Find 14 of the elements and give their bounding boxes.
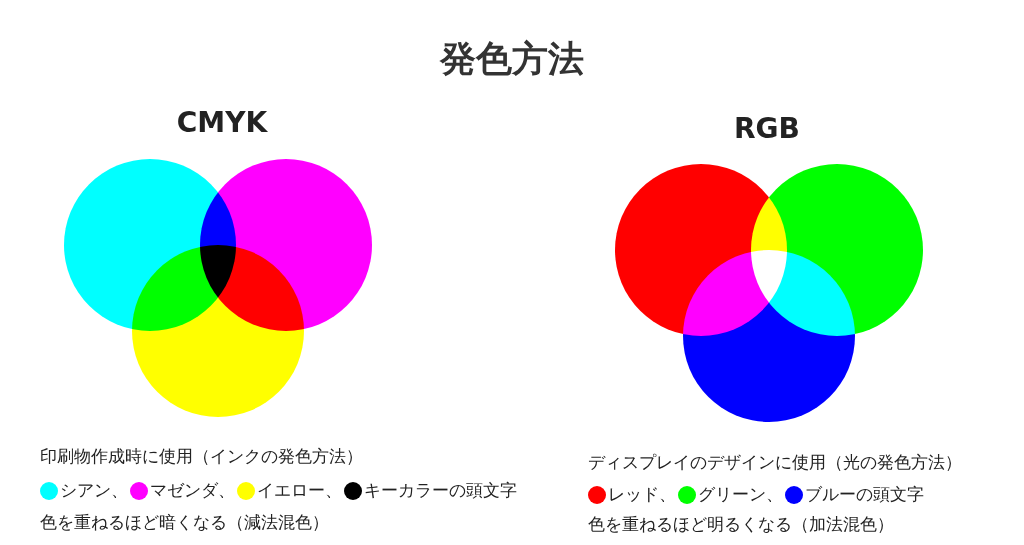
legend-text: ブルーの頭文字 — [805, 483, 924, 506]
title: 発色方法 — [439, 37, 585, 81]
legend-text: シアン、 — [60, 479, 128, 502]
note-text: 色を重ねるほど暗くなる（減法混色） — [40, 511, 329, 534]
heading: RGB — [733, 111, 801, 147]
legend-text: イエロー、 — [257, 479, 342, 502]
heading: CMYK — [175, 105, 269, 141]
note-text: ディスプレイのデザインに使用（光の発色方法） — [588, 451, 962, 474]
note-text: 色を重ねるほど明るくなる（加法混色） — [588, 513, 894, 536]
legend-text: グリーン、 — [698, 483, 783, 506]
legend-text: キーカラーの頭文字 — [364, 479, 517, 502]
legend-text: レッド、 — [608, 483, 676, 506]
note-text: 印刷物作成時に使用（インクの発色方法） — [40, 445, 363, 468]
legend-text: マゼンダ、 — [150, 479, 235, 502]
